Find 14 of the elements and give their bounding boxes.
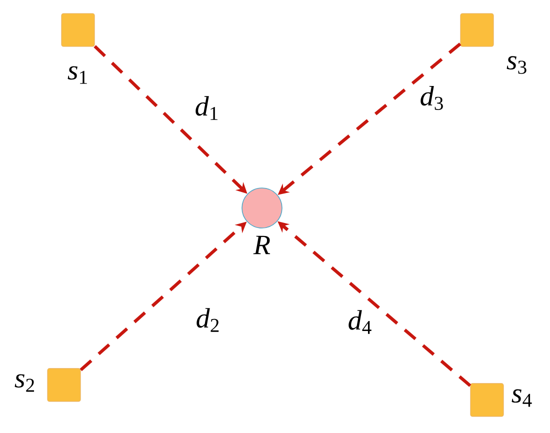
node-label: R [253, 236, 270, 254]
node-label: s$_{1}$ [68, 66, 87, 84]
sensor-square [470, 383, 504, 417]
receiver-circle [242, 188, 282, 228]
node-label: s$_{4}$ [512, 389, 532, 407]
edge-label: d$_{3}$ [420, 86, 443, 110]
edge-label: d$_{2}$ [196, 308, 219, 332]
edge-label: d$_{1}$ [196, 96, 218, 120]
edge-label: d$_{4}$ [348, 310, 372, 334]
node-label: s$_{2}$ [14, 374, 34, 392]
node-label: s$_{3}$ [506, 56, 526, 74]
sensor-square [460, 13, 494, 47]
sensor-square [61, 13, 95, 47]
sensor-square [47, 368, 81, 402]
